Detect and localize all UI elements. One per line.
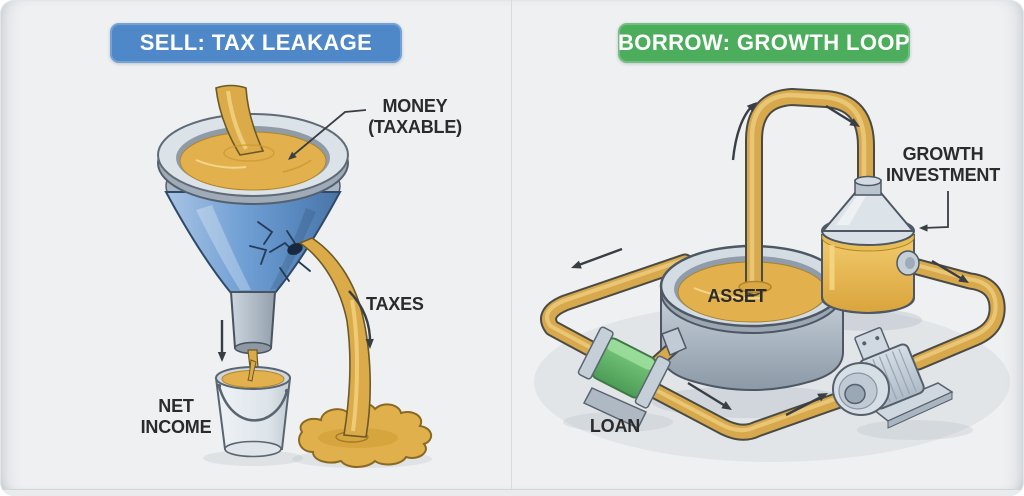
pipe-loan-to-motor — [639, 378, 854, 441]
pipe-arch-asset-to-growth — [745, 88, 875, 296]
money-taxable-label: MONEY (TAXABLE) — [368, 96, 462, 137]
net-income-bucket — [214, 359, 292, 458]
asset-pipe-flange — [661, 327, 687, 357]
pipe-motor-to-tank — [905, 257, 1006, 371]
growth-loop-illustration — [534, 88, 1010, 462]
motor-pump — [832, 326, 954, 429]
loop-pipes — [540, 253, 1006, 441]
funnel-spout — [229, 291, 277, 355]
bottom-edge-line — [0, 489, 1024, 490]
panel-divider — [511, 0, 512, 489]
net-income-label: NET INCOME — [140, 396, 212, 437]
arch-pipe-ripple — [738, 280, 772, 294]
pipe-asset-to-loan — [540, 253, 694, 365]
loan-label: LOAN — [589, 416, 641, 436]
funnel-illustration — [157, 84, 432, 468]
sell-banner-label: SELL: TAX LEAKAGE — [139, 30, 373, 55]
tax-leak-stream — [298, 237, 372, 438]
borrow-banner: BORROW: GROWTH LOOP — [618, 23, 910, 63]
funnel-rim — [157, 113, 349, 205]
bottom-strip — [0, 490, 1024, 496]
asset-label: ASSET — [707, 286, 767, 306]
money-pour-stream — [215, 84, 275, 162]
growth-investment-label: GROWTH INVESTMENT — [885, 144, 1000, 185]
borrow-banner-label: BORROW: GROWTH LOOP — [618, 30, 910, 55]
left-arrows — [217, 109, 374, 362]
panel-borrow-growth-loop: BORROW: GROWTH LOOP GROWTH INVESTMENT AS… — [512, 0, 1024, 489]
panel-sell-tax-leakage: SELL: TAX LEAKAGE MONEY (TAXABLE) TAXES … — [0, 0, 512, 489]
loan-valve — [577, 326, 671, 429]
growth-investment-tank — [820, 175, 920, 315]
loop-arrows — [571, 102, 969, 417]
sell-banner: SELL: TAX LEAKAGE — [110, 23, 402, 63]
taxes-label: TAXES — [366, 294, 424, 314]
